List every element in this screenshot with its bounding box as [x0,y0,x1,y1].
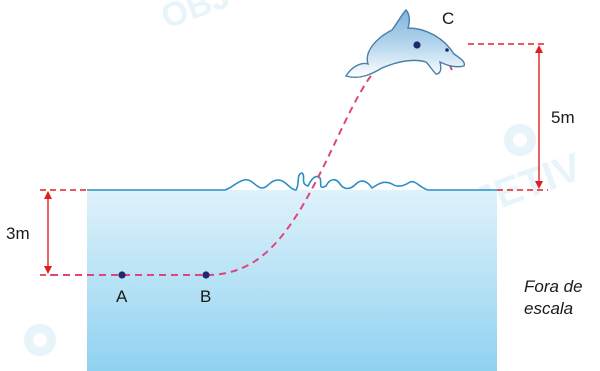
scale-note-line-1: Fora de [524,277,583,296]
depth-dimension [40,189,87,276]
dolphin-illustration [344,9,466,78]
point-c-label: C [442,9,454,28]
point-b-label: B [200,287,211,306]
scale-note: Fora de escala [524,276,583,320]
height-dimension [468,43,548,191]
scale-note-line-2: escala [524,299,574,318]
height-label: 5m [551,108,575,127]
point-c [413,41,421,49]
water-surface [87,172,497,191]
point-b [202,271,210,279]
point-a-label: A [116,287,128,306]
point-a [118,271,126,279]
water-body [87,190,497,371]
svg-text:OBJ: OBJ [156,0,235,37]
depth-label: 3m [6,224,30,243]
trajectory-path [51,41,453,276]
